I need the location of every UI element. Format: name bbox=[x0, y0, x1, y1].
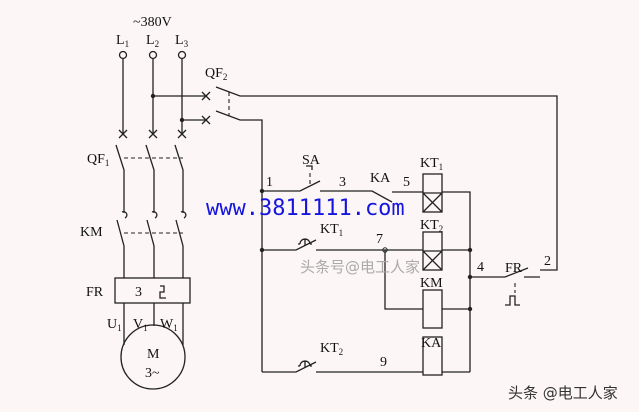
terminal-v1: V1 bbox=[133, 317, 148, 333]
svg-text:7: 7 bbox=[376, 232, 383, 247]
thermal-element-icon bbox=[159, 285, 166, 299]
qf1-label: QF1 bbox=[87, 152, 109, 168]
motor-label: M bbox=[147, 347, 160, 362]
control-circuit bbox=[262, 165, 540, 376]
km-label: KM bbox=[80, 225, 103, 240]
svg-text:9: 9 bbox=[380, 355, 387, 370]
center-watermark: 头条号@电工人家 bbox=[300, 258, 420, 276]
svg-text:L2: L2 bbox=[146, 33, 159, 49]
node-labels: 1 2 3 4 5 7 9 bbox=[266, 175, 551, 370]
ka-contact-label: KA bbox=[370, 171, 391, 186]
kt1-coil-label: KT1 bbox=[420, 156, 443, 172]
svg-text:L1: L1 bbox=[116, 33, 129, 49]
qf2-label: QF2 bbox=[205, 66, 227, 82]
svg-text:2: 2 bbox=[544, 254, 551, 269]
km-coil-label: KM bbox=[420, 276, 443, 291]
sa-label: SA bbox=[302, 153, 321, 168]
svg-text:5: 5 bbox=[403, 175, 410, 190]
fr-label: FR bbox=[86, 285, 104, 300]
svg-text:L3: L3 bbox=[175, 33, 189, 49]
svg-text:1: 1 bbox=[266, 175, 273, 190]
svg-text:4: 4 bbox=[477, 260, 484, 275]
url-watermark: www.3811111.com bbox=[206, 196, 405, 221]
fr-contact-label: FR bbox=[505, 261, 523, 276]
kt2-contact-label: KT2 bbox=[320, 341, 343, 357]
svg-text:3: 3 bbox=[339, 175, 346, 190]
terminal-u1: U1 bbox=[107, 317, 122, 333]
ka-coil-label: KA bbox=[421, 336, 442, 351]
kt1-contact-label: KT1 bbox=[320, 222, 343, 238]
kt2-coil-label: KT2 bbox=[420, 218, 443, 234]
phase-labels: L1 L2 L3 bbox=[116, 33, 189, 49]
motor-type: 3~ bbox=[145, 366, 160, 381]
main-circuit bbox=[114, 50, 558, 390]
fr-box-label: 3 bbox=[135, 285, 142, 300]
terminal-w1: W1 bbox=[160, 317, 178, 333]
corner-watermark: 头条 @电工人家 bbox=[508, 384, 618, 402]
voltage-label: ~380V bbox=[133, 15, 172, 30]
